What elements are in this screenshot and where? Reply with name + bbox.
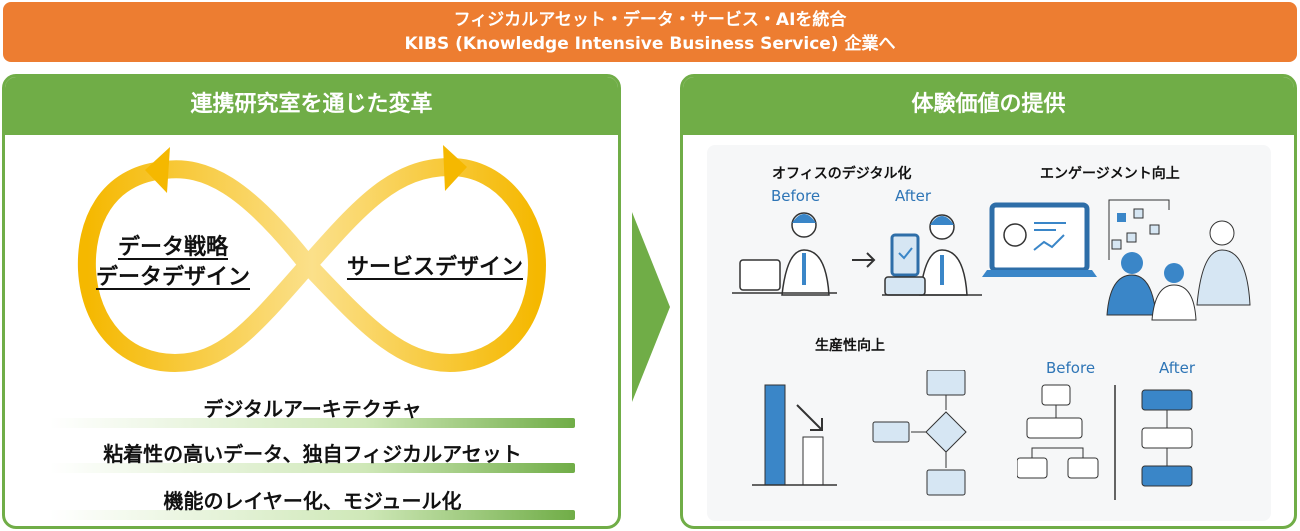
banner-line-1: フィジカルアセット・データ・サービス・AIを統合	[453, 10, 847, 30]
after-label: After	[895, 187, 932, 205]
foundation-bar	[50, 418, 575, 428]
foundation-item: 粘着性の高いデータ、独自フィジカルアセット	[50, 438, 575, 473]
foundation-label: 機能のレイヤー化、モジュール化	[163, 489, 462, 513]
header-banner: フィジカルアセット・データ・サービス・AIを統合 KIBS (Knowledge…	[3, 2, 1297, 62]
foundation-label: 粘着性の高いデータ、独自フィジカルアセット	[103, 442, 522, 466]
loop-left-line-1: データ戦略	[117, 235, 228, 260]
service-design-label: サービスデザイン	[346, 255, 523, 280]
foundation-item: 機能のレイヤー化、モジュール化	[50, 485, 575, 520]
chevron-right-icon	[632, 212, 670, 402]
productivity-chart-illustration	[752, 370, 967, 496]
process-before-after-illustration	[1017, 384, 1193, 500]
office-illustration	[732, 212, 982, 296]
data-strategy-label: データ戦略 データデザイン	[83, 233, 263, 293]
banner-line-2: KIBS (Knowledge Intensive Business Servi…	[404, 34, 896, 54]
transformation-panel: 連携研究室を通じた変革 データ戦略 データデザイン サービスデザイン デジタルア…	[2, 74, 621, 529]
engagement-title: エンゲージメント向上	[1040, 166, 1180, 182]
before-label: Before	[771, 187, 821, 205]
infinity-loop-icon	[77, 145, 547, 373]
before-label: Before	[1046, 359, 1096, 377]
engagement-illustration	[982, 199, 1251, 321]
foundation-item: デジタルアーキテクチャ	[50, 393, 575, 428]
loop-left-line-2: データデザイン	[95, 265, 250, 290]
productivity-title: 生産性向上	[815, 338, 885, 354]
panel-title: 連携研究室を通じた変革	[5, 77, 618, 135]
illustration-area: オフィスのデジタル化 Before After エンゲージメント向上 生産性	[707, 145, 1271, 521]
experience-value-panel: 体験価値の提供 オフィスのデジタル化 Before After エンゲージメント…	[680, 74, 1297, 529]
office-digitalization-title: オフィスのデジタル化	[772, 166, 912, 182]
after-label: After	[1159, 359, 1196, 377]
foundation-bar	[50, 510, 575, 520]
foundation-bar	[50, 463, 575, 473]
foundation-label: デジタルアーキテクチャ	[203, 397, 422, 421]
panel-title: 体験価値の提供	[683, 77, 1294, 135]
